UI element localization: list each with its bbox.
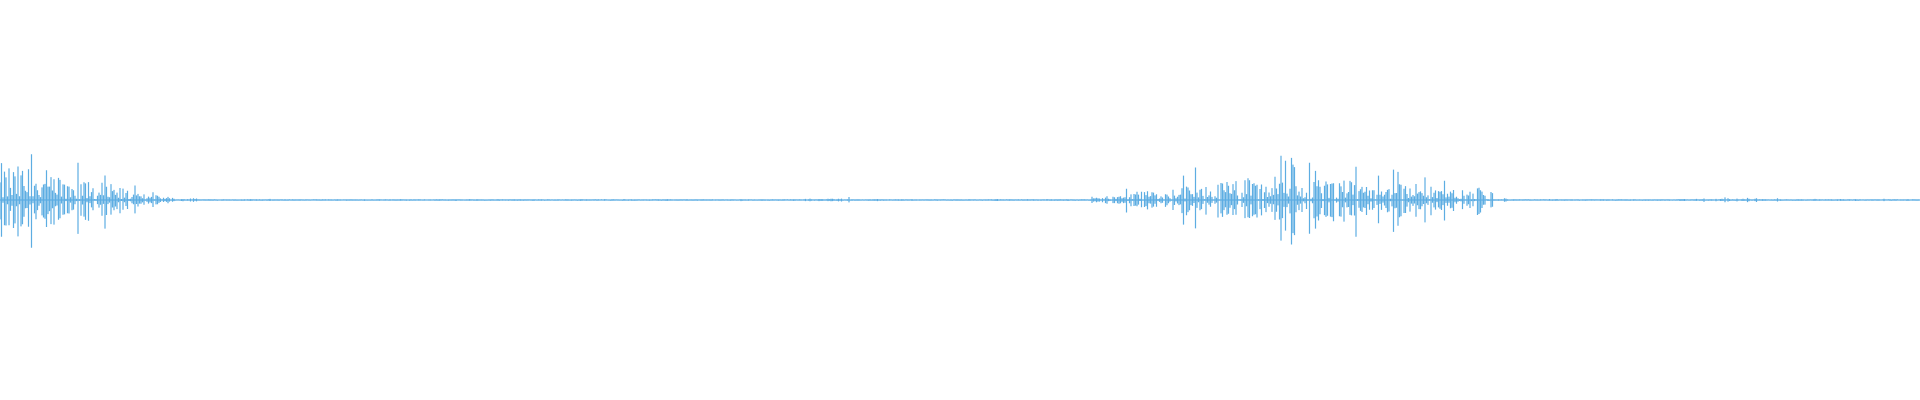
waveform-bars — [0, 154, 1920, 248]
waveform-peaks — [0, 154, 1920, 248]
